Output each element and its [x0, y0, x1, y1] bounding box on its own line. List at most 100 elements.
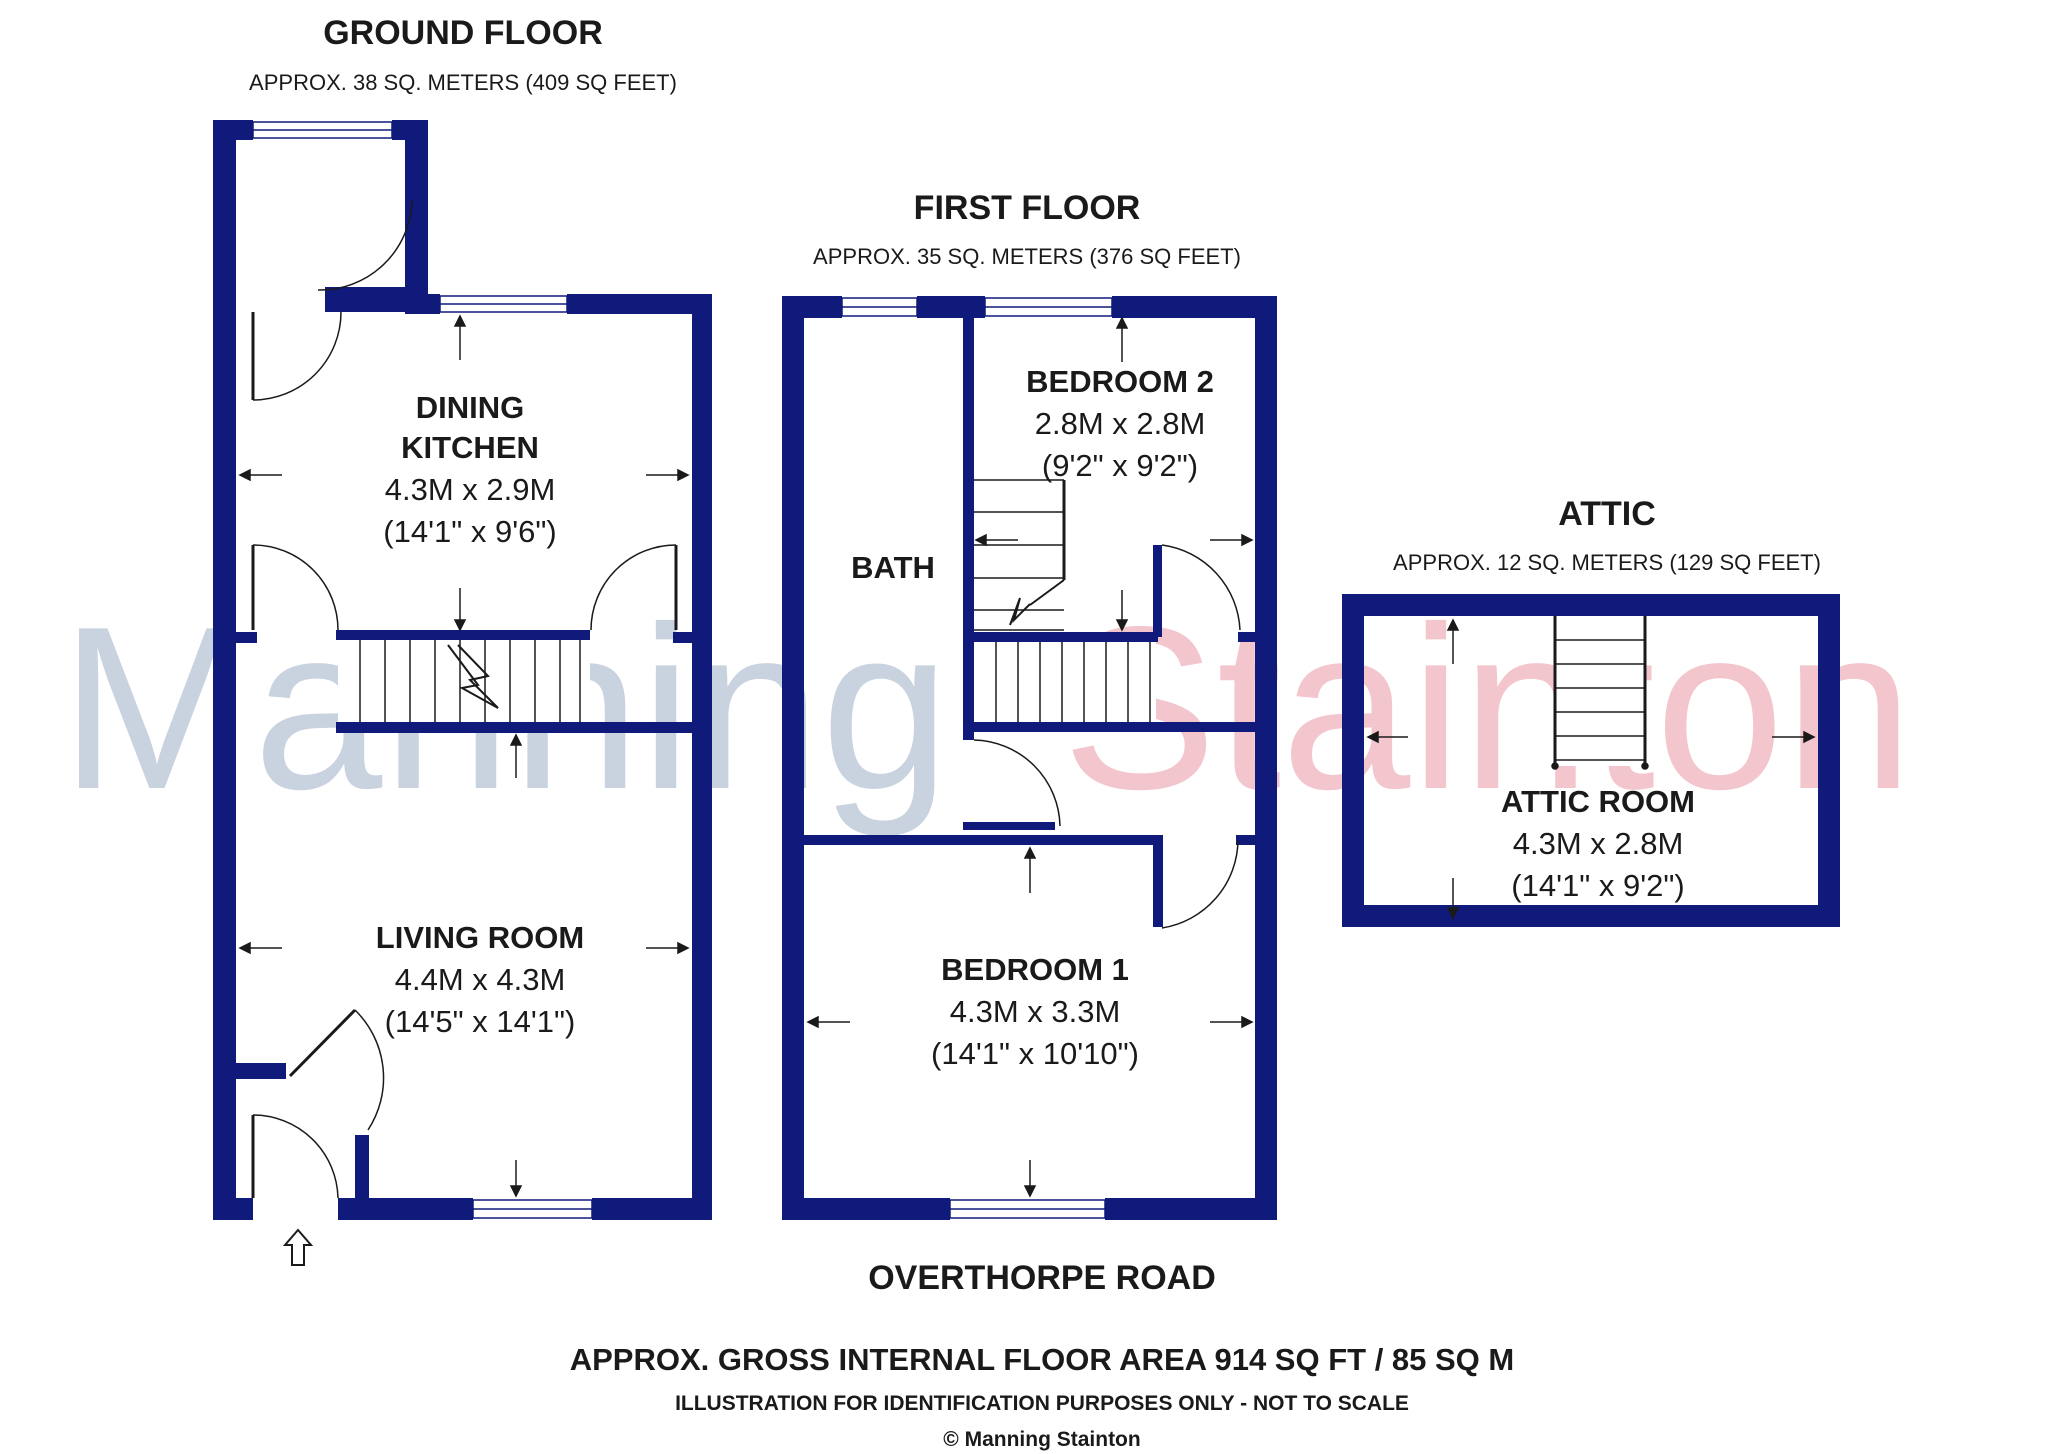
window-living-room: [472, 1199, 593, 1219]
room-attic-room: ATTIC ROOM 4.3M x 2.8M (14'1" x 9'2"): [1501, 784, 1695, 903]
bedroom1-top-wall-stub: [1236, 835, 1255, 845]
attic-area: APPROX. 12 SQ. METERS (129 SQ FEET): [1393, 550, 1821, 575]
room-dimensions-imperial: (14'1" x 9'2"): [1511, 868, 1684, 903]
door-lobby: [288, 1008, 385, 1131]
door-bedroom2: [1161, 544, 1241, 631]
arrow-bedroom2-left: [974, 533, 1018, 547]
bath-door-wall: [963, 822, 1055, 830]
door-kitchen-back: [251, 311, 342, 401]
bedroom2-bottom-wall-stub: [1238, 632, 1255, 642]
arrow-bedroom2-down: [1115, 590, 1129, 632]
street-name: OVERTHORPE ROAD: [868, 1259, 1216, 1297]
bath-partition-upper: [963, 318, 974, 740]
first-floor-title: FIRST FLOOR: [914, 189, 1141, 227]
arrow-bedroom1-left: [806, 1015, 850, 1029]
first-right-wall: [1255, 296, 1277, 1220]
ground-floor-area: APPROX. 38 SQ. METERS (409 SQ FEET): [249, 70, 677, 95]
porch-top-wall-left: [213, 120, 253, 140]
arrow-living-left: [238, 941, 282, 955]
gross-area-summary: APPROX. GROSS INTERNAL FLOOR AREA 914 SQ…: [570, 1342, 1515, 1377]
arrow-living-up: [509, 733, 523, 778]
room-name-line2: KITCHEN: [401, 430, 539, 465]
first-top-wall-mid: [917, 296, 985, 318]
entrance-arrow-icon: [282, 1228, 314, 1266]
arrow-kitchen-left: [238, 468, 282, 482]
door-bath: [973, 739, 1061, 827]
arrow-bedroom1-right: [1210, 1015, 1254, 1029]
first-floor-area: APPROX. 35 SQ. METERS (376 SQ FEET): [813, 244, 1241, 269]
first-left-wall: [782, 296, 804, 1220]
room-dimensions-imperial: (9'2" x 9'2"): [1042, 448, 1198, 483]
window-bedroom1: [949, 1199, 1106, 1219]
door-bedroom1: [1161, 839, 1239, 929]
bedroom2-door-jamb: [1153, 545, 1162, 637]
ground-mid-wall-stub-right: [673, 632, 692, 643]
door-porch: [317, 199, 413, 291]
room-name: ATTIC ROOM: [1501, 784, 1695, 819]
arrow-kitchen-up: [453, 314, 467, 360]
room-bath: BATH: [851, 550, 935, 585]
room-dimensions-imperial: (14'5" x 14'1"): [385, 1004, 576, 1039]
room-dimensions-metric: 4.3M x 2.9M: [385, 472, 556, 507]
first-upper-staircase: [974, 479, 1066, 631]
ground-floor-title: GROUND FLOOR: [323, 14, 603, 52]
porch-inner-step: [325, 287, 405, 294]
arrow-bedroom1-down: [1023, 1160, 1037, 1198]
room-name: BEDROOM 1: [941, 952, 1129, 987]
attic-left-wall: [1342, 594, 1364, 927]
door-kitchen-stair-right: [590, 544, 678, 631]
stair-bottom-wall: [336, 722, 692, 733]
room-name: LIVING ROOM: [376, 920, 584, 955]
porch-base-wall: [325, 294, 405, 312]
landing-top-wall: [963, 722, 1255, 732]
arrow-attic-down: [1446, 878, 1460, 920]
lobby-wall: [236, 1063, 286, 1079]
ground-bottom-wall-left: [213, 1198, 253, 1220]
room-dimensions-imperial: (14'1" x 10'10"): [931, 1036, 1139, 1071]
arrow-living-right: [646, 941, 690, 955]
disclaimer: ILLUSTRATION FOR IDENTIFICATION PURPOSES…: [675, 1392, 1409, 1415]
arrow-kitchen-down: [453, 588, 467, 632]
room-dimensions-metric: 2.8M x 2.8M: [1035, 406, 1206, 441]
arrow-living-down: [509, 1160, 523, 1198]
ground-mid-wall-stub-left: [236, 632, 257, 643]
arrow-bedroom2-right: [1210, 533, 1254, 547]
attic-bottom-wall: [1342, 905, 1840, 927]
room-dimensions-metric: 4.3M x 3.3M: [950, 994, 1121, 1029]
windows: [252, 121, 1113, 1219]
first-bottom-wall-right: [1105, 1198, 1277, 1220]
attic-title: ATTIC: [1558, 495, 1656, 533]
walls: [213, 120, 1840, 1220]
room-dimensions-metric: 4.3M x 2.8M: [1513, 826, 1684, 861]
room-bedroom2: BEDROOM 2 2.8M x 2.8M (9'2" x 9'2"): [1026, 364, 1214, 483]
first-top-wall-right: [1112, 296, 1277, 318]
first-bottom-wall-left: [782, 1198, 950, 1220]
attic-top-wall: [1342, 594, 1840, 616]
room-name: BATH: [851, 550, 935, 585]
ground-right-wall: [692, 294, 712, 1220]
bedroom2-bottom-wall: [963, 632, 1158, 642]
first-lower-staircase: [974, 642, 1156, 722]
window-bedroom2: [984, 297, 1113, 317]
ground-bottom-wall-right: [592, 1198, 712, 1220]
door-front-entrance: [251, 1114, 339, 1199]
watermark-word-stainton: Stainton: [1062, 579, 1913, 838]
window-porch: [252, 121, 393, 139]
arrow-attic-up: [1446, 618, 1460, 664]
staircases: [338, 479, 1649, 770]
bedroom1-door-jamb: [1153, 835, 1163, 927]
stair-top-wall: [336, 630, 590, 640]
first-top-wall-left: [782, 296, 842, 318]
room-bedroom1: BEDROOM 1 4.3M x 3.3M (14'1" x 10'10"): [931, 952, 1139, 1071]
attic-staircase: [1551, 616, 1649, 770]
attic-right-wall: [1818, 594, 1840, 927]
room-living-room: LIVING ROOM 4.4M x 4.3M (14'5" x 14'1"): [376, 920, 584, 1039]
ground-left-wall: [213, 120, 236, 1220]
porch-right-wall: [405, 120, 428, 298]
entrance-jamb: [355, 1135, 369, 1198]
room-name-line1: DINING: [416, 390, 525, 425]
room-dimensions-imperial: (14'1" x 9'6"): [383, 514, 556, 549]
arrow-bedroom2-up: [1115, 316, 1129, 362]
arrow-attic-right: [1772, 730, 1816, 744]
